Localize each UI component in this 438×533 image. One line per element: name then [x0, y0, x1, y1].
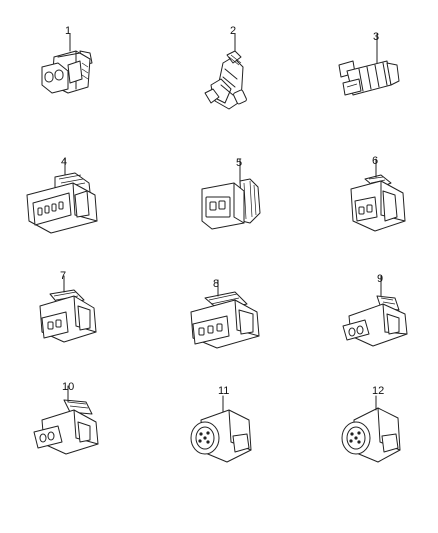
callout-7: 7 — [60, 270, 67, 282]
part-2-connector-drawing: 2 — [185, 25, 295, 137]
part-4-connector-drawing: 4 — [15, 155, 125, 265]
callout-5: 5 — [236, 157, 243, 169]
callout-3: 3 — [373, 31, 380, 43]
callout-8: 8 — [213, 278, 220, 290]
callout-10: 10 — [62, 381, 75, 393]
part-1-connector-drawing: 1 — [20, 25, 130, 137]
part-6-connector-drawing: 6 — [321, 155, 431, 265]
part-11-connector-drawing: 11 — [175, 386, 285, 500]
part-7-connector-drawing: 7 — [18, 270, 128, 380]
part-5-connector-drawing: 5 — [184, 155, 294, 265]
callout-2: 2 — [230, 25, 237, 37]
callout-12: 12 — [372, 385, 385, 397]
part-9-connector-drawing: 9 — [325, 270, 435, 380]
part-12-connector-drawing: 12 — [322, 386, 432, 500]
part-10-connector-drawing: 10 — [20, 380, 130, 490]
callout-11: 11 — [218, 385, 230, 397]
callout-6: 6 — [372, 155, 379, 167]
callout-4: 4 — [61, 156, 68, 168]
callout-9: 9 — [377, 273, 384, 285]
part-8-connector-drawing: 8 — [175, 270, 285, 380]
part-3-connector-drawing: 3 — [325, 27, 435, 137]
callout-1: 1 — [65, 25, 72, 37]
